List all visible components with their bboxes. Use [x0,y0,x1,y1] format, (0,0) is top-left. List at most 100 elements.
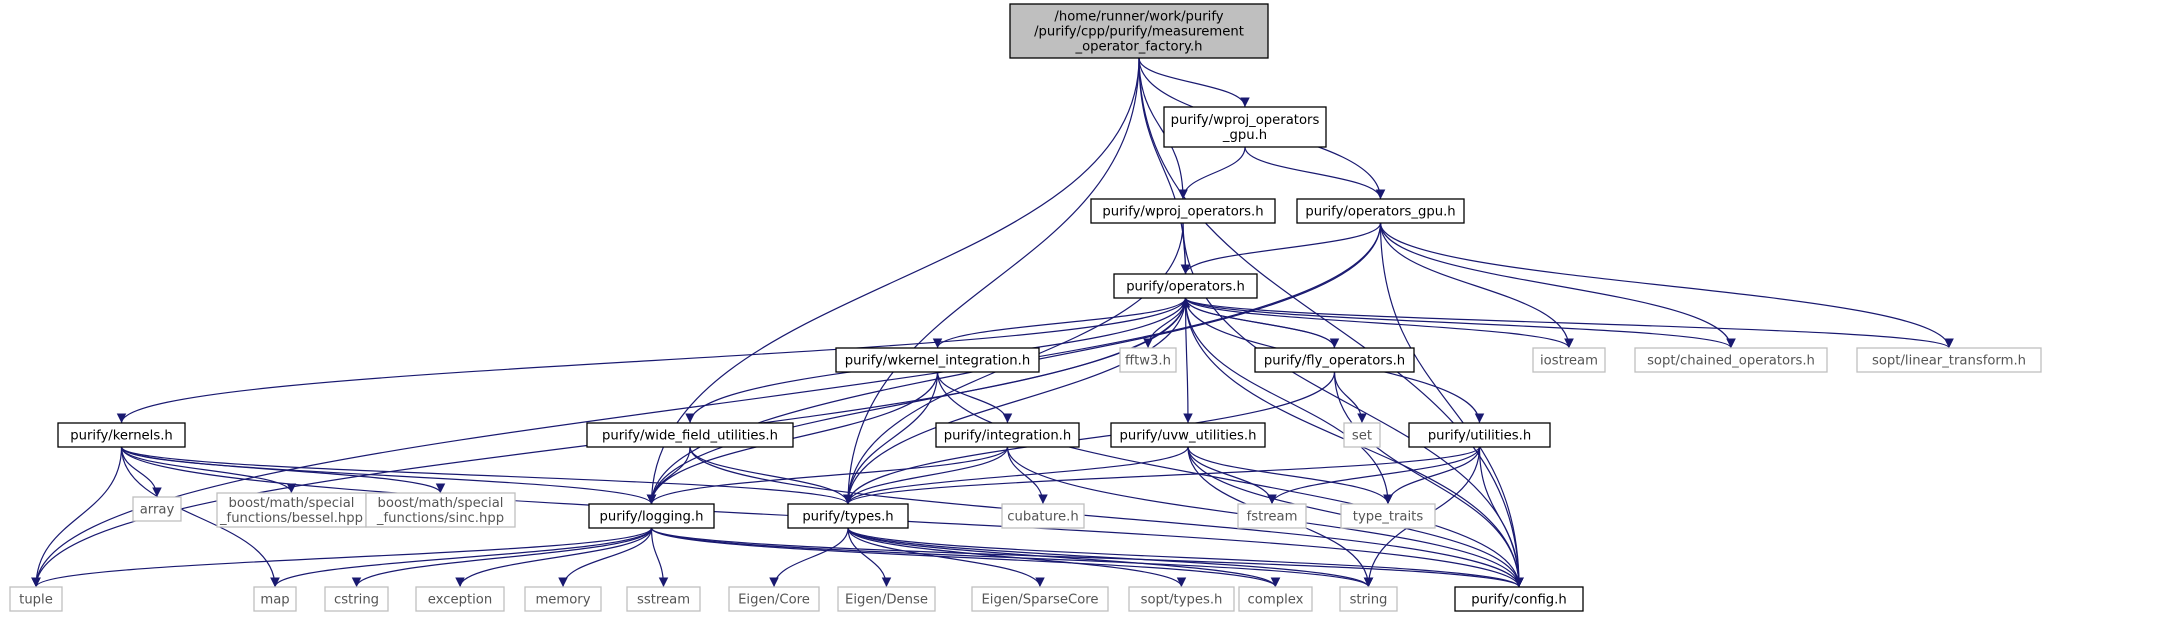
edge-integration-to-cubature [1006,446,1048,505]
node-label: purify/wkernel_integration.h [845,354,1030,369]
edge-logging-to-complex [650,527,1281,588]
node-box [728,586,820,612]
node-wkernel[interactable]: purify/wkernel_integration.h [835,347,1040,373]
node-integration[interactable]: purify/integration.h [935,422,1080,448]
edge-wproj_gpu-to-wproj_ops [1178,146,1246,200]
node-iostream: iostream [1532,347,1606,373]
node-label: string [1350,593,1388,608]
node-wide-field[interactable]: purify/wide_field_utilities.h [586,422,794,448]
node-logging[interactable]: purify/logging.h [588,503,715,529]
node-box [253,586,297,612]
node-label: memory [535,593,590,608]
edge-types-to-eigen_sparse [847,527,1045,588]
edge-utilities-to-types [843,446,1481,505]
edge-ops_gpu-to-config [1379,222,1524,588]
node-types[interactable]: purify/types.h [787,503,909,529]
edge-logging-to-sstream [650,527,669,588]
edge-operators-to-kernels [116,297,1187,424]
node-box [324,586,389,612]
node-box [837,586,936,612]
node-label: purify/utilities.h [1428,429,1531,444]
node-kernels[interactable]: purify/kernels.h [57,422,186,448]
edge-fly_ops-to-operators [1180,297,1336,349]
node-box [1454,586,1584,612]
node-label: complex [1248,593,1304,608]
node-box [57,422,186,448]
edge-utilities-to-config [1478,446,1524,588]
edge-wide_field-to-logging [646,446,691,505]
edge-root-to-wproj_gpu [1138,57,1250,108]
node-sopt-types: sopt/types.h [1128,586,1235,612]
edge-root-to-wproj_ops [1138,57,1188,200]
node-box [1113,273,1258,299]
edge-operators-to-uvw [1183,297,1193,424]
node-lintrans: sopt/linear_transform.h [1856,347,2042,373]
node-box [971,586,1109,612]
node-ops-gpu[interactable]: purify/operators_gpu.h [1296,198,1465,224]
node-label: Eigen/SparseCore [981,593,1098,608]
node-label: boost/math/special [378,496,504,511]
node-wproj-ops[interactable]: purify/wproj_operators.h [1090,198,1276,224]
edge-uvw-to-type_traits [1187,446,1393,505]
node-label: purify/operators.h [1126,280,1245,295]
node-wproj-gpu[interactable]: purify/wproj_operators_gpu.h [1163,106,1327,148]
edge-operators-to-wkernel [932,297,1187,349]
node-fly-ops[interactable]: purify/fly_operators.h [1254,347,1415,373]
edge-wkernel-to-logging [646,371,939,505]
node-label: purify/config.h [1471,593,1566,608]
node-label: purify/operators_gpu.h [1305,205,1455,220]
edge-operators-to-chained [1184,297,1736,349]
edge-logging-to-cstring [351,527,653,588]
node-eigen-core: Eigen/Core [728,586,820,612]
node-box [935,422,1080,448]
node-cubature: cubature.h [1001,503,1085,529]
node-box [1856,347,2042,373]
edge-root-to-config [1138,57,1524,588]
edge-wkernel-to-types [843,371,939,505]
node-box [1128,586,1235,612]
node-box [1090,198,1276,224]
node-label: purify/uvw_utilities.h [1120,429,1257,444]
node-label: purify/wproj_operators.h [1102,205,1263,220]
node-box [1408,422,1551,448]
node-root[interactable]: /home/runner/work/purify/purify/cpp/puri… [1009,3,1269,59]
node-operators[interactable]: purify/operators.h [1113,273,1258,299]
node-box [1339,586,1398,612]
node-box [1296,198,1465,224]
edge-integration-to-logging [646,446,1009,505]
node-label: boost/math/special [229,496,355,511]
node-label: cubature.h [1007,510,1078,525]
node-box [1001,503,1085,529]
edge-integration-to-types [843,446,1009,505]
node-complex: complex [1238,586,1313,612]
node-sinc: boost/math/special_functions/sinc.hpp [365,492,516,528]
node-box [1009,3,1269,59]
edge-root-to-logging [646,57,1140,505]
node-label: _operator_factory.h [1074,40,1202,55]
edge-wide_field-to-config [689,446,1524,588]
node-label: /home/runner/work/purify [1054,10,1223,25]
node-exception: exception [415,586,505,612]
node-box [1634,347,1828,373]
node-label: _functions/bessel.hpp [219,511,363,526]
node-label: purify/kernels.h [70,429,173,444]
node-fstream: fstream [1237,503,1307,529]
node-label: iostream [1540,354,1598,369]
node-label: purify/logging.h [600,510,704,525]
node-memory: memory [524,586,602,612]
node-label: sstream [637,593,690,608]
node-box [415,586,505,612]
edge-ops_gpu-to-iostream [1379,222,1574,349]
node-map: map [253,586,297,612]
node-uvw[interactable]: purify/uvw_utilities.h [1110,422,1266,448]
node-utilities[interactable]: purify/utilities.h [1408,422,1551,448]
node-config[interactable]: purify/config.h [1454,586,1584,612]
node-box [1238,586,1313,612]
node-string: string [1339,586,1398,612]
edge-operators-to-iostream [1184,297,1574,349]
edge-types-to-eigen_core [769,527,849,588]
edge-ops_gpu-to-chained [1379,222,1736,349]
edge-fly_ops-to-config [1333,371,1524,588]
edge-fly_ops-to-types [843,371,1336,505]
node-label: type_traits [1353,510,1424,525]
